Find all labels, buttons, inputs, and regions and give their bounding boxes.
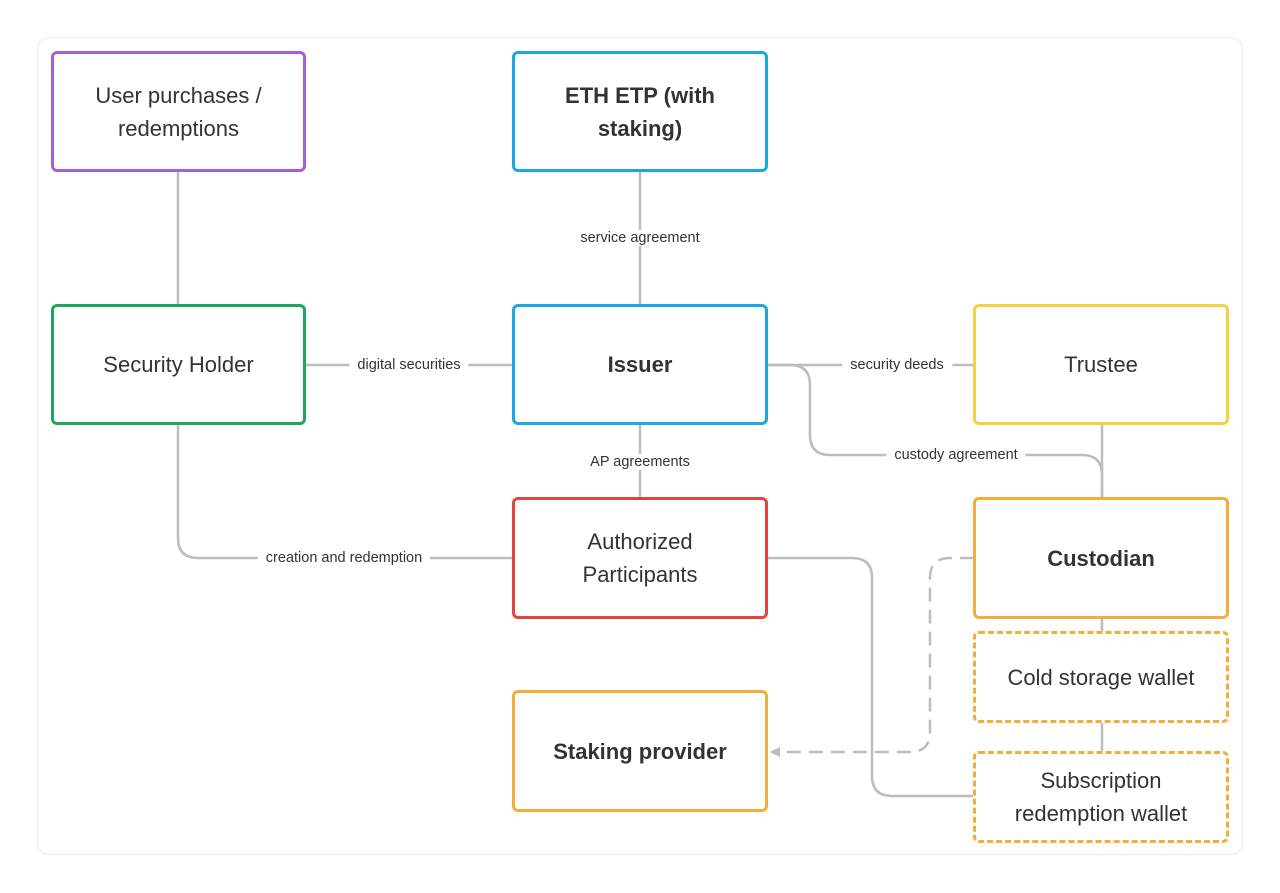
edge-custodian-to-staking-provider [770,556,974,757]
trustee-node[interactable]: Trustee [973,304,1229,425]
user-purchases-label: User purchases / redemptions [95,82,262,141]
staking-provider-label: Staking provider [553,738,727,764]
edge-label-security-deeds: security deeds [842,357,952,373]
cold-storage-wallet-label: Cold storage wallet [1007,664,1195,690]
edge-label-digital-securities: digital securities [349,357,469,373]
staking-provider-node[interactable]: Staking provider [512,690,768,812]
edge-creation-redemption [176,425,513,560]
edge-label-ap-agreements: AP agreements [582,454,698,470]
edge-label-custody-agreement: custody agreement [886,447,1026,463]
edge-label-creation-redemption: creation and redemption [257,550,431,566]
eth-etp-node[interactable]: ETH ETP (with staking) [512,51,768,172]
custodian-label: Custodian [1047,545,1155,571]
security-holder-label: Security Holder [103,352,254,377]
user-purchases-node[interactable]: User purchases / redemptions [51,51,306,172]
subscription-wallet-node[interactable]: Subscription redemption wallet [973,751,1229,843]
custodian-node[interactable]: Custodian [973,497,1229,619]
issuer-node[interactable]: Issuer [512,304,768,425]
issuer-label: Issuer [607,352,673,377]
eth-etp-label: ETH ETP (with staking) [565,82,715,141]
edge-label-service-agreement: service agreement [572,230,708,246]
edge-custody-agreement [767,363,1104,498]
subscription-wallet-label: Subscription redemption wallet [1014,768,1188,826]
authorized-participants-node[interactable]: Authorized Participants [512,497,768,619]
edge-ap-to-subscription-wallet [767,556,974,798]
security-holder-node[interactable]: Security Holder [51,304,306,425]
authorized-participants-label: Authorized Participants [582,529,698,587]
cold-storage-wallet-node[interactable]: Cold storage wallet [973,631,1229,723]
trustee-label: Trustee [1064,352,1138,377]
